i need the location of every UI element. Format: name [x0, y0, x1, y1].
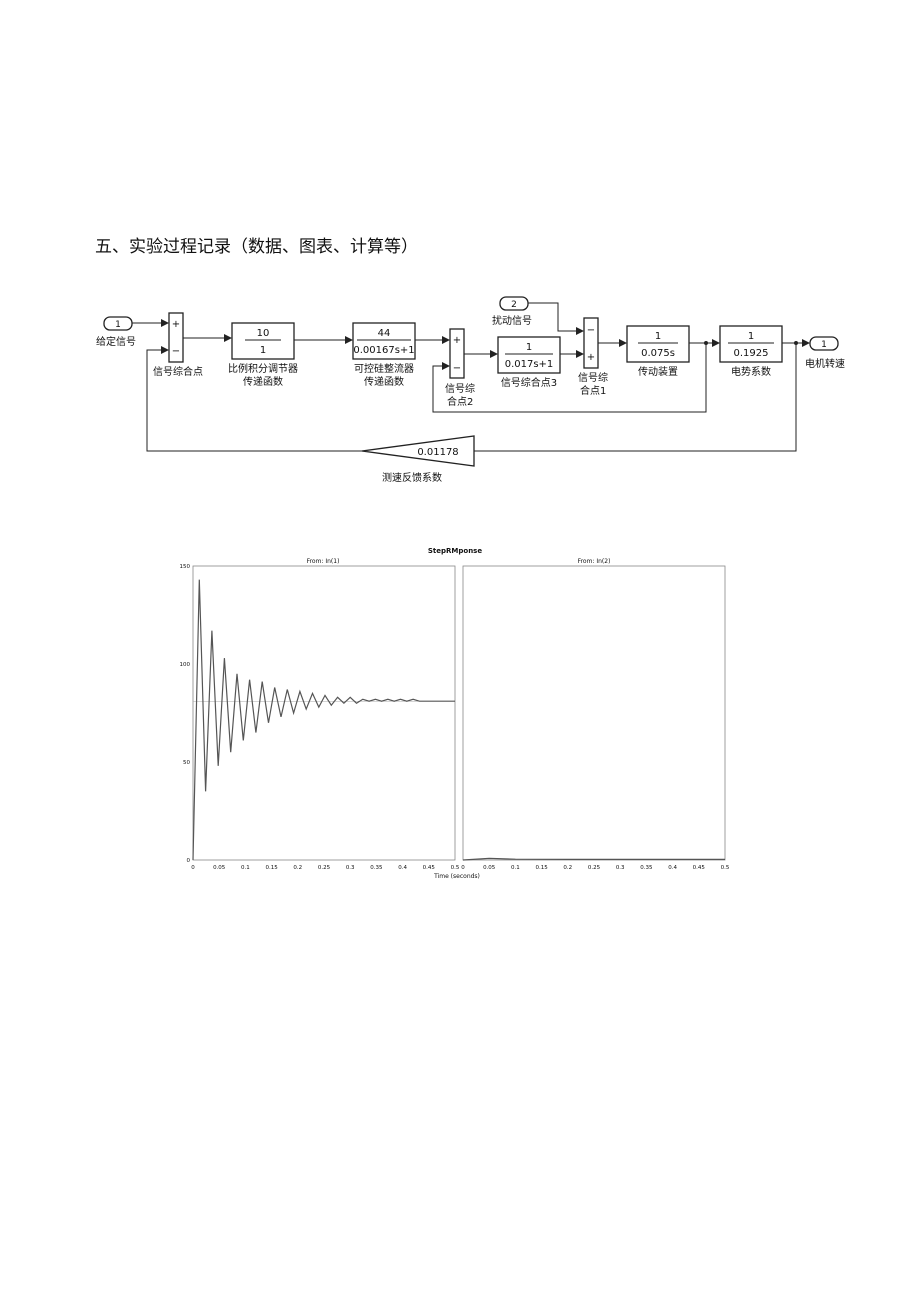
subplot-1-series-line — [192, 579, 455, 861]
input-port-1-number: 1 — [115, 320, 121, 330]
subplot-1-y-tick-label: 0 — [187, 858, 191, 864]
sum1-label: 信号综合点 — [153, 365, 203, 378]
subplot-1-x-tick-label: 0.15 — [265, 865, 278, 871]
sum2-label-1: 信号综 — [445, 382, 475, 395]
b4-denominator: 0.075s — [641, 348, 675, 359]
pi-label-1: 比例积分调节器 — [228, 362, 298, 375]
pi-controller-block — [231, 322, 295, 360]
b5-label: 电势系数 — [731, 365, 771, 378]
subplot-1-x-tick-label: 0.35 — [370, 865, 383, 871]
subplot-1-y-tick-label: 100 — [180, 662, 191, 668]
subplot-1-x-tick-label: 0.1 — [241, 865, 250, 871]
subplot-2-x-tick-label: 0.25 — [588, 865, 601, 871]
subplot-2-x-tick-label: 0.2 — [563, 865, 572, 871]
output-port-number: 1 — [821, 340, 827, 350]
subplot-2-x-tick-label: 0.45 — [693, 865, 706, 871]
b5-numerator: 1 — [748, 331, 754, 342]
pi-numerator: 10 — [257, 328, 270, 339]
subplot-1-x-tick-label: 0.25 — [318, 865, 331, 871]
subplot-2-x-tick-label: 0.5 — [721, 865, 730, 871]
scr-numerator: 44 — [378, 328, 391, 339]
subplot-1-x-tick-label: 0.3 — [346, 865, 355, 871]
input-port-2-number: 2 — [511, 300, 517, 310]
subplot-2-x-tick-label: 0 — [461, 865, 465, 871]
subplot-2-x-tick-label: 0.05 — [483, 865, 496, 871]
chart-title: StepRMponse — [428, 547, 482, 555]
output-port-label: 电机转速 — [805, 357, 845, 370]
b5-denominator: 0.1925 — [734, 348, 769, 359]
subplot-1-x-tick-label: 0.5 — [451, 865, 460, 871]
block-diagram: 1 给定信号 + − 信号综合点 10 1 比例积分调节器 传递函数 44 0.… — [96, 296, 845, 484]
subplot-2-x-tick-label: 0.4 — [668, 865, 677, 871]
input-port-2-label: 扰动信号 — [492, 314, 532, 327]
gain-label: 测速反馈系数 — [382, 471, 442, 484]
pi-denominator: 1 — [260, 345, 266, 356]
sum3-label-2: 合点1 — [580, 384, 606, 397]
scr-denominator: 0.00167s+1 — [353, 345, 414, 356]
input-port-1-label: 给定信号 — [96, 335, 136, 348]
emf-coefficient-block — [719, 325, 783, 363]
feedback-gain-block — [361, 435, 475, 467]
sum2-label-2: 合点2 — [447, 395, 473, 408]
b3-denominator: 0.017s+1 — [505, 359, 554, 370]
subplot-1-x-tick-label: 0.2 — [293, 865, 302, 871]
b4-numerator: 1 — [655, 331, 661, 342]
subplot-1-x-tick-label: 0.45 — [423, 865, 436, 871]
subplot-1-title: From: In(1) — [307, 558, 340, 565]
scr-rectifier-block — [352, 322, 416, 360]
subplot-2-title: From: In(2) — [578, 558, 611, 565]
sum1-sign-minus: − — [172, 346, 180, 357]
subplot-2-x-tick-label: 0.1 — [511, 865, 520, 871]
scr-label-1: 可控硅整流器 — [354, 362, 414, 375]
subplot-2-x-tick-label: 0.15 — [535, 865, 548, 871]
sum1-sign-plus: + — [172, 319, 180, 330]
b4-label: 传动装置 — [638, 365, 678, 378]
subplot-2-frame — [462, 565, 726, 861]
pi-label-2: 传递函数 — [243, 375, 283, 388]
sum2-sign-plus: + — [453, 335, 461, 346]
subplot-1-x-tick-label: 0.05 — [213, 865, 226, 871]
scr-label-2: 传递函数 — [364, 375, 404, 388]
output-port — [809, 336, 839, 351]
current-loop-block — [497, 336, 561, 374]
b3-numerator: 1 — [526, 342, 532, 353]
transmission-block — [626, 325, 690, 363]
sum2-sign-minus: − — [453, 363, 461, 374]
subplot-1-x-tick-label: 0.4 — [398, 865, 407, 871]
b3-label: 信号综合点3 — [501, 376, 557, 389]
subplot-2-series-line — [462, 857, 725, 861]
subplot-1-frame — [192, 565, 456, 861]
subplot-2-x-tick-label: 0.3 — [616, 865, 625, 871]
section-heading: 五、实验过程记录（数据、图表、计算等） — [95, 237, 418, 257]
sum3-sign-minus: − — [587, 325, 595, 336]
subplot-2-x-tick-label: 0.35 — [640, 865, 653, 871]
sum3-label-1: 信号综 — [578, 371, 608, 384]
x-axis-label: Time (seconds) — [433, 873, 480, 880]
subplot-1-y-tick-label: 150 — [180, 564, 191, 570]
gain-value: 0.01178 — [417, 447, 458, 458]
sum3-sign-plus: + — [587, 352, 595, 363]
subplot-1-y-tick-label: 50 — [183, 760, 190, 766]
subplot-1-x-tick-label: 0 — [191, 865, 195, 871]
